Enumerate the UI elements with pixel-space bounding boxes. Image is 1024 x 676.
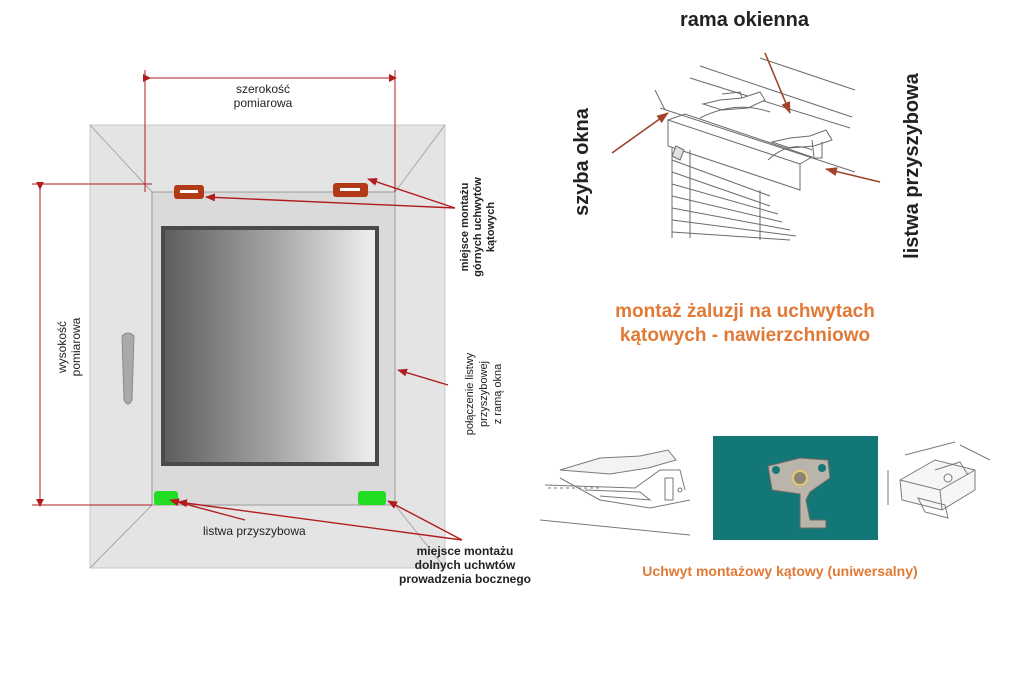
window-handle xyxy=(121,332,135,405)
blind-arrows xyxy=(611,52,881,183)
bracket-iso-drawing xyxy=(887,441,991,519)
bottom-mount-right xyxy=(358,491,386,505)
height-label: wysokość pomiarowa xyxy=(55,317,83,377)
glass-pane xyxy=(161,226,379,466)
frame-label: rama okienna xyxy=(680,9,809,31)
blind-drawing xyxy=(654,57,856,241)
top-mount-label: miejsce montażu górnych uchwytów kątowyc… xyxy=(459,177,497,277)
bracket-caption: Uchwyt montażowy kątowy (uniwersalny) xyxy=(642,563,918,579)
bracket-side-drawing xyxy=(539,449,691,536)
bottom-mount-left xyxy=(154,491,178,505)
width-label: szerokość pomiarowa xyxy=(233,82,293,110)
bottom-mount-label: miejsce montażu dolnych uchwtów prowadze… xyxy=(398,544,531,586)
bead-label-right: listwa przyszybowa xyxy=(901,73,923,259)
height-dimension xyxy=(32,182,152,507)
top-mount-left-slot xyxy=(180,190,198,193)
bead-label-left: listwa przyszybowa xyxy=(203,524,306,538)
main-title: montaż żaluzji na uchwytach kątowych - n… xyxy=(615,301,875,346)
width-dimension xyxy=(143,70,397,192)
left-arrows xyxy=(169,178,463,541)
joint-label: połączenie listwy przyszybowej z ramą ok… xyxy=(464,352,504,436)
bracket-photo-object xyxy=(767,457,831,529)
top-mount-right-slot xyxy=(340,188,360,191)
glass-label: szyba okna xyxy=(571,108,593,216)
window-drawing xyxy=(32,70,463,569)
